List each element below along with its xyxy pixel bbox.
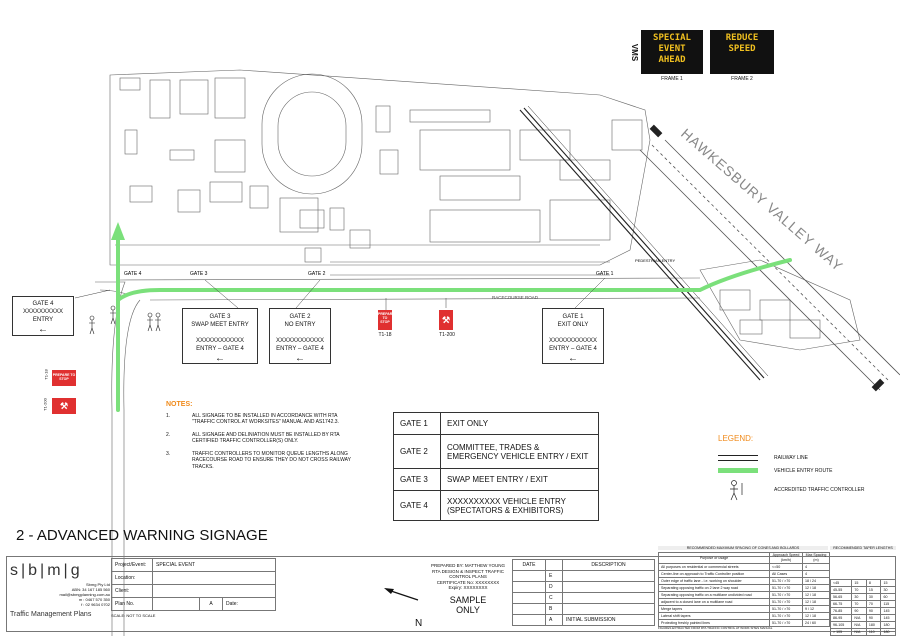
vms-frame-1-caption: FRAME 1: [661, 76, 683, 82]
north-label: N: [415, 618, 423, 629]
left-sign-1-label: T1-18: [43, 369, 49, 380]
vms-side-label: VMS: [630, 43, 640, 62]
company-block: s|b|m|g Sbmg Pty Ltd ABN: 34 167 185 560…: [10, 562, 110, 618]
legend-route: VEHICLE ENTRY ROUTE: [718, 464, 888, 477]
railway-line-2: [523, 107, 765, 379]
hawkesbury-road-edge-2: [664, 139, 900, 376]
traffic-controller-icon: [730, 480, 743, 501]
racecourse-road-bottom: [149, 297, 701, 301]
taper-heading: RECOMMENDED TAPER LENGTHS: [830, 546, 896, 550]
worker-icon-left: ⚒: [59, 401, 69, 411]
map-gate2-label: GATE 2: [308, 271, 326, 277]
sign-t1-200-label: T1-200: [439, 332, 455, 338]
title-block-border: [6, 556, 896, 632]
gate3-sign-box: GATE 3 SWAP MEET ENTRY XXXXXXXXXXXX ENTR…: [182, 308, 258, 364]
worker-sign-left: ⚒: [52, 398, 76, 414]
prepared-by-block: PREPARED BY: MATTHEW YOUNG RTA DESIGN & …: [430, 563, 505, 615]
prepare-to-stop-sign-map: PREPARE TO STOP: [378, 310, 395, 330]
worker-sign-map: ⚒: [439, 310, 453, 330]
speed-table-footnote: FIGURES EXTRACTED FROM RTA TRAFFIC CONTR…: [658, 626, 773, 630]
route-arrow-head: [111, 222, 125, 240]
note-item: 1.ALL SIGNAGE TO BE INSTALLED IN ACCORDA…: [166, 412, 339, 426]
table-row: Center-line on approach to Traffic Contr…: [658, 570, 830, 578]
green-route-icon: [718, 468, 758, 473]
revision-row: E: [512, 570, 655, 582]
table-row: Separating opposing traffic on a multila…: [658, 591, 830, 599]
gate1-sign-box: GATE 1 EXIT ONLY XXXXXXXXXXXX ENTRY – GA…: [542, 308, 604, 364]
note-item: 3.TRAFFIC CONTROLLERS TO MONITOR QUEUE L…: [166, 450, 351, 470]
notes-heading: NOTES:: [166, 401, 193, 408]
vehicle-entry-route-road: [116, 258, 792, 302]
company-tagline: Traffic Management Plans: [10, 611, 92, 618]
vms-frame-1: SPECIAL EVENT AHEAD: [641, 30, 703, 74]
map-gate3-label: GATE 3: [190, 271, 208, 277]
prepare-to-stop-sign-left: PREPARE TO STOP: [52, 370, 76, 386]
site-boundary: [109, 69, 651, 266]
racetrack-outer: [261, 73, 363, 195]
map-hawkesbury-road-name: HAWKESBURY VALLEY WAY: [678, 125, 846, 274]
worker-icon: ⚒: [441, 315, 451, 325]
map-pedestrian-entry: PEDESTRIAN ENTRY: [635, 258, 675, 263]
revision-row: B: [512, 603, 655, 615]
project-title-block: Project/Event:SPECIAL EVENT Location: Cl…: [111, 558, 276, 618]
sign-t1-18-label: T1-18: [378, 332, 392, 338]
map-racecourse-road: RACECOURSE ROAD: [492, 295, 539, 300]
cone-spacing-heading: RECOMMENDED MAXIMUM SPACING OF CONES AND…: [658, 546, 828, 550]
table-row: Separating opposing traffic on 2 lane 2 …: [658, 584, 830, 592]
legend-heading: LEGEND:: [718, 434, 754, 443]
revision-row: C: [512, 592, 655, 604]
traffic-controller-figures: [89, 305, 161, 335]
left-arrow-icon: ←: [38, 324, 48, 335]
racecourse-road-top: [119, 277, 701, 281]
left-sign-2-label: T1-200: [42, 398, 48, 411]
notes-section: NOTES: 1.ALL SIGNAGE TO BE INSTALLED IN …: [166, 401, 366, 476]
legend-controller: ACCREDITED TRAFFIC CONTROLLER: [718, 477, 888, 503]
map-gate4-label: GATE 4: [124, 271, 142, 277]
note-item: 2.ALL SIGNAGE AND DELINIATION MUST BE IN…: [166, 431, 340, 445]
vms-frame-2: REDUCE SPEED: [710, 30, 774, 74]
scale-note: SCALE: NOT TO SCALE: [111, 613, 156, 618]
company-logo: s|b|m|g: [10, 562, 83, 579]
page-title: 2 - ADVANCED WARNING SIGNAGE: [16, 527, 268, 544]
railway-line-icon: [718, 454, 758, 461]
railway-line-1: [519, 109, 761, 381]
legend: LEGEND: RAILWAY LINE VEHICLE ENTRY ROUTE…: [718, 434, 888, 503]
left-arrow-icon: ←: [295, 353, 305, 364]
table-row: All purposes on residential or commercia…: [658, 563, 830, 571]
vms-frame-2-caption: FRAME 2: [731, 76, 753, 82]
map-gate1-label: GATE 1: [596, 271, 614, 277]
left-arrow-icon: ←: [568, 353, 578, 364]
table-row: adjacent to a closed lane on a multilane…: [658, 598, 830, 606]
gate2-sign-box: GATE 2 NO ENTRY XXXXXXXXXXXX ENTRY – GAT…: [269, 308, 331, 364]
legend-railway: RAILWAY LINE: [718, 451, 888, 464]
racetrack-inner: [277, 91, 347, 177]
gate4-sign-box: GATE 4 XXXXXXXXXX ENTRY ←: [12, 296, 74, 336]
table-row: Outer edge of traffic lane - i.e. workin…: [658, 577, 830, 585]
left-arrow-icon: ←: [215, 353, 225, 364]
revision-row: D: [512, 581, 655, 593]
north-arrow-icon: [384, 588, 419, 601]
